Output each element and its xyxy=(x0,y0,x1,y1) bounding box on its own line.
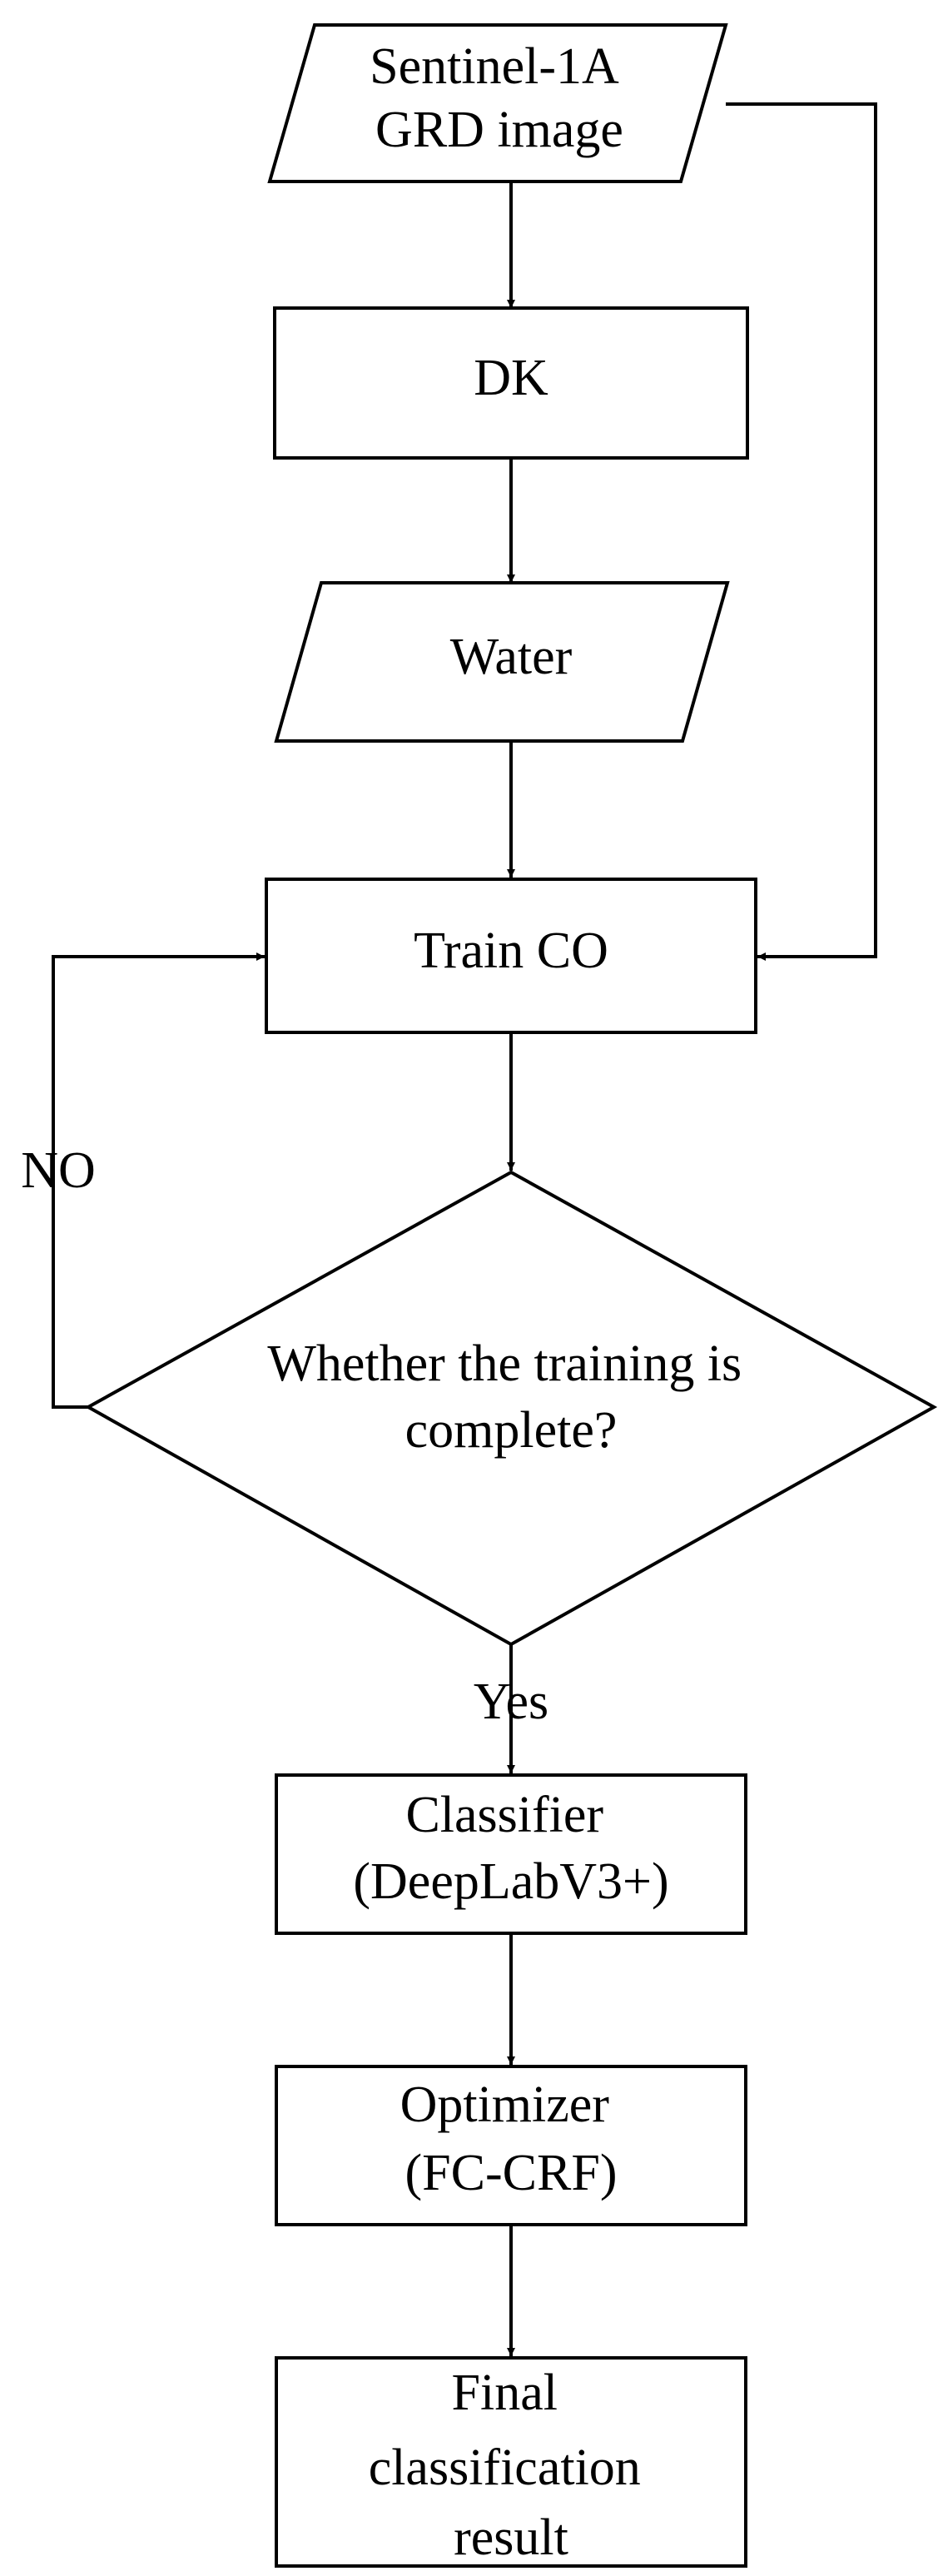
node-input-label: Sentinel-1A GRD image xyxy=(370,38,629,158)
node-optimizer-label: Optimizer (FC-CRF) xyxy=(400,2076,623,2201)
node-input: Sentinel-1A GRD image xyxy=(267,23,728,183)
node-result: Final classification result xyxy=(275,2356,747,2568)
edge-decision-to-train-no xyxy=(52,952,265,1409)
node-decision-label: Whether the training is complete? xyxy=(267,1335,754,1459)
node-input-line-2: GRD image xyxy=(375,102,623,158)
node-decision-line-2: complete? xyxy=(405,1402,618,1459)
node-input-line-1: Sentinel-1A xyxy=(370,38,619,95)
node-result-shape xyxy=(275,2356,747,2568)
node-classifier-line-2: (DeepLabV3+) xyxy=(353,1853,668,1910)
edge-label-yes: Yes xyxy=(474,1673,548,1730)
node-input-shape xyxy=(267,23,728,183)
node-classifier-label: Classifier (DeepLabV3+) xyxy=(353,1787,668,1910)
node-decision: Whether the training is complete? xyxy=(84,1170,938,1647)
node-result-line-1: Final xyxy=(452,2365,558,2421)
node-result-label: Final classification result xyxy=(369,2365,654,2566)
node-optimizer-line-1: Optimizer xyxy=(400,2076,610,2133)
edges xyxy=(52,102,877,2356)
node-result-line-2: classification xyxy=(369,2439,641,2496)
node-water: Water xyxy=(274,581,730,743)
node-dk-label: DK xyxy=(474,350,548,406)
edge-input-to-train xyxy=(726,102,877,961)
node-classifier-shape xyxy=(275,1773,747,1935)
node-result-line-3: result xyxy=(454,2509,568,2566)
node-water-shape xyxy=(274,581,730,743)
node-train: Train CO xyxy=(265,878,757,1034)
edge-label-no: NO xyxy=(21,1142,96,1199)
node-water-label: Water xyxy=(450,629,573,685)
node-decision-shape xyxy=(84,1170,938,1647)
node-optimizer: Optimizer (FC-CRF) xyxy=(275,2065,747,2226)
node-optimizer-shape xyxy=(275,2065,747,2226)
node-classifier: Classifier (DeepLabV3+) xyxy=(275,1773,747,1935)
node-classifier-line-1: Classifier xyxy=(405,1787,603,1843)
node-decision-line-1: Whether the training is xyxy=(267,1335,742,1392)
node-dk: DK xyxy=(273,306,749,460)
node-dk-shape xyxy=(273,306,749,460)
node-train-shape xyxy=(265,878,757,1034)
node-train-label: Train CO xyxy=(414,922,608,979)
node-optimizer-line-2: (FC-CRF) xyxy=(405,2145,618,2201)
